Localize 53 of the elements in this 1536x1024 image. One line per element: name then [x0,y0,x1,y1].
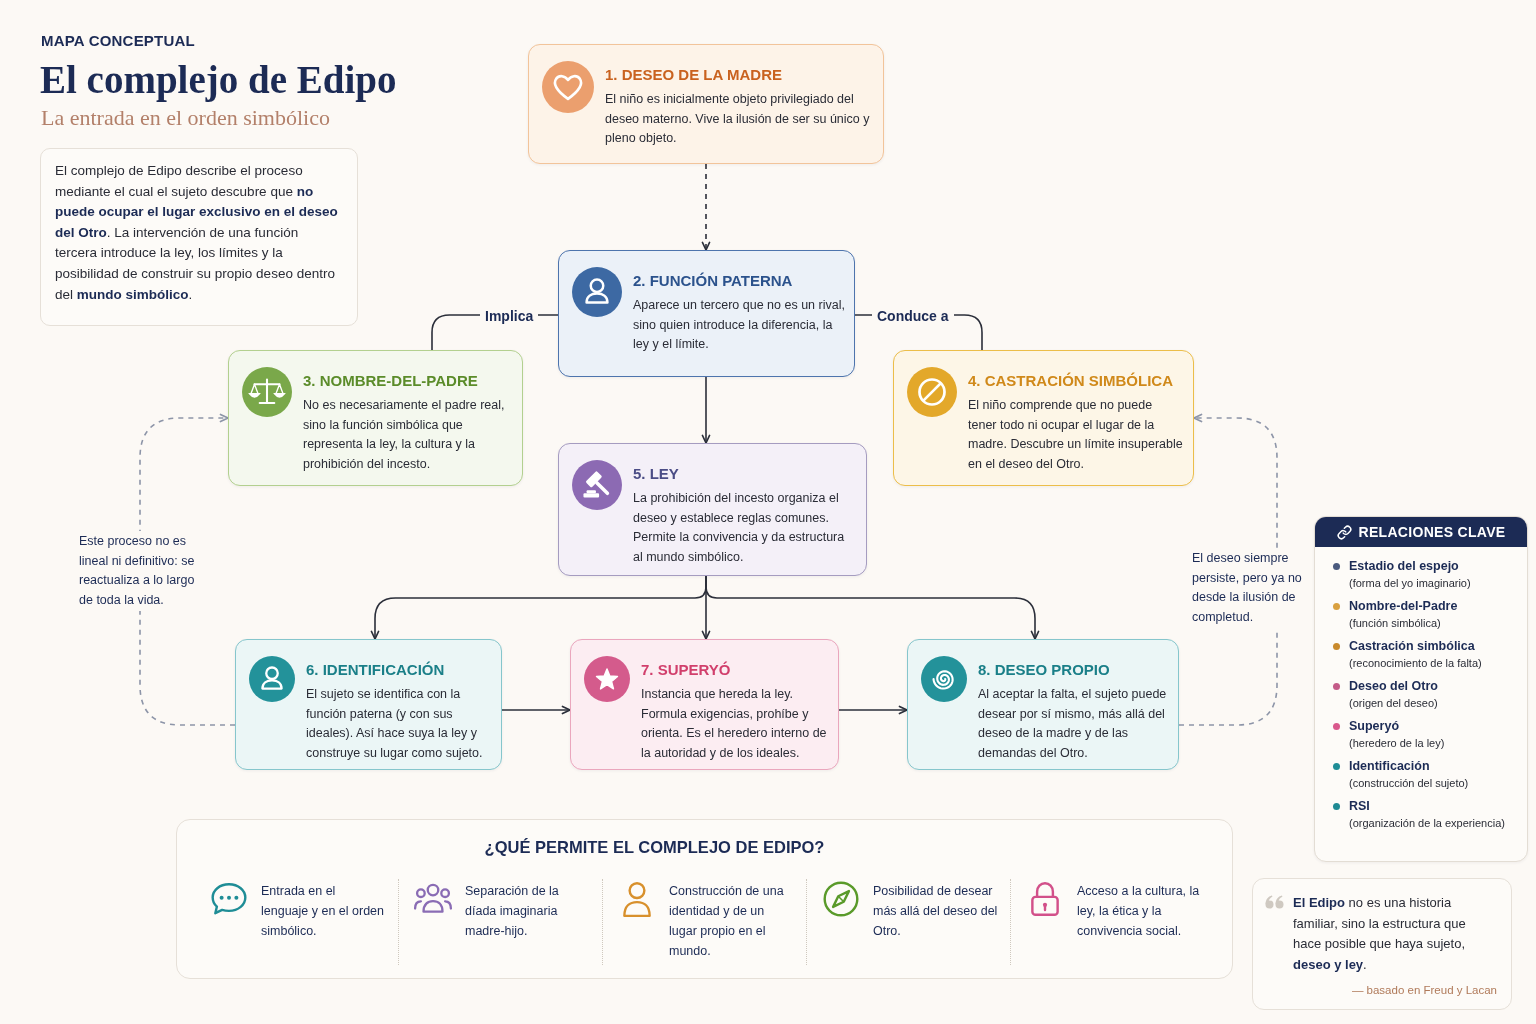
card-text: El sujeto se identifica con la función paterna (y con sus ideales). Así hace suya la ley y construye su lugar como sujeto. [306,686,484,762]
card-heading: 5. LEY [633,464,679,484]
concept-card [558,250,855,377]
concept-card [570,639,839,770]
legend-text: Castración simbólica (reconocimiento de la falta) [1349,638,1482,671]
card-text: Al aceptar la falta, el sujeto puede desear por sí mismo, más allá del deseo de la madre y de las demandas del Otro. [978,686,1168,762]
card-text: Aparece un tercero que no es un rival, sino quien introduce la diferencia, la ley y el límite. [633,297,845,353]
legend-text: Estadio del espejo (forma del yo imaginario) [1349,558,1471,591]
card-text: La prohibición del incesto organiza el deseo y establece reglas comunes. Permite la convivencia y da estructura al mundo simbólico. [633,490,846,566]
page-title: El complejo de Edipo [40,57,397,104]
card-heading: 8. DESEO PROPIO [978,660,1110,680]
legend-title: RELACIONES CLAVE [1358,524,1506,540]
quote-card [1252,878,1512,1010]
legend-text: Nombre-del-Padre (función simbólica) [1349,598,1458,631]
arrow [838,705,908,715]
card-heading: 2. FUNCIÓN PATERNA [633,271,793,291]
quote-text: El Edipo no es una historia familiar, sino la estructura que hace posible que haya sujeto, deseo y ley. [1293,894,1467,974]
legend-panel [1314,516,1528,862]
legend-text: Deseo del Otro (origen del deseo) [1349,678,1438,711]
card-heading: 1. DESEO DE LA MADRE [605,65,782,85]
benefit-text: Separación de la díada imaginaria madre-hijo. [465,883,560,940]
concept-card [558,443,867,576]
card-heading: 3. NOMBRE-DEL-PADRE [303,371,478,391]
card-text: El niño es inicialmente objeto privilegiado del deseo materno. Vive la ilusión de ser su único y pleno objeto. [605,91,871,147]
concept-card [235,639,502,770]
card-heading: 7. SUPERYÓ [641,660,731,680]
subtitle: La entrada en el orden simbólico [41,105,330,131]
kicker-label: MAPA CONCEPTUAL [41,32,195,49]
legend-text: Identificación (construcción del sujeto) [1349,758,1469,791]
benefit-text: Acceso a la cultura, la ley, la ética y la convivencia social. [1077,883,1201,940]
legend-text: RSI (organización de la experiencia) [1349,798,1505,831]
concept-card [528,44,884,164]
summary-panel [176,819,1233,979]
concept-card [893,350,1194,486]
card-heading: 4. CASTRACIÓN SIMBÓLICA [968,371,1173,391]
arrow [705,575,1040,640]
concept-card [228,350,523,486]
intro-panel [40,148,358,326]
intro-text: El complejo de Edipo describe el proceso mediante el cual el sujeto descubre que no puede ocupar el lugar exclusivo en el deseo del Otro. La intervención de una función tercera introduce la ley, los límites y la posibilidad de construir su propio deseo dentro del mundo simbólico. [55,162,339,304]
arrow [701,376,711,444]
arrow [501,705,571,715]
card-text: Instancia que hereda la ley. Formula exigencias, prohíbe y orienta. Es el heredero interno de la autoridad y de los ideales. [641,686,828,762]
benefit-text: Construcción de una identidad y de un lugar propio en el mundo. [669,883,785,960]
panel-heading: ¿QUÉ PERMITE EL COMPLEJO DE EDIPO? [484,838,825,857]
card-text: No es necesariamente el padre real, sino la función simbólica que representa la ley, la cultura y la prohibición del incesto. [303,397,506,473]
benefit-text: Posibilidad de desear más allá del deseo del Otro. [873,883,998,940]
card-text: El niño comprende que no puede tener todo ni ocupar el lugar de la madre. Descubre un límite insuperable en el deseo del Otro. [968,397,1184,473]
concept-card [907,639,1179,770]
legend-text: Superyó (heredero de la ley) [1349,718,1445,751]
dashed-arrow [701,163,711,251]
benefit-text: Entrada en el lenguaje y en el orden simbólico. [261,883,385,940]
quote-source: — basado en Freud y Lacan [1351,984,1497,998]
card-heading: 6. IDENTIFICACIÓN [306,660,445,680]
